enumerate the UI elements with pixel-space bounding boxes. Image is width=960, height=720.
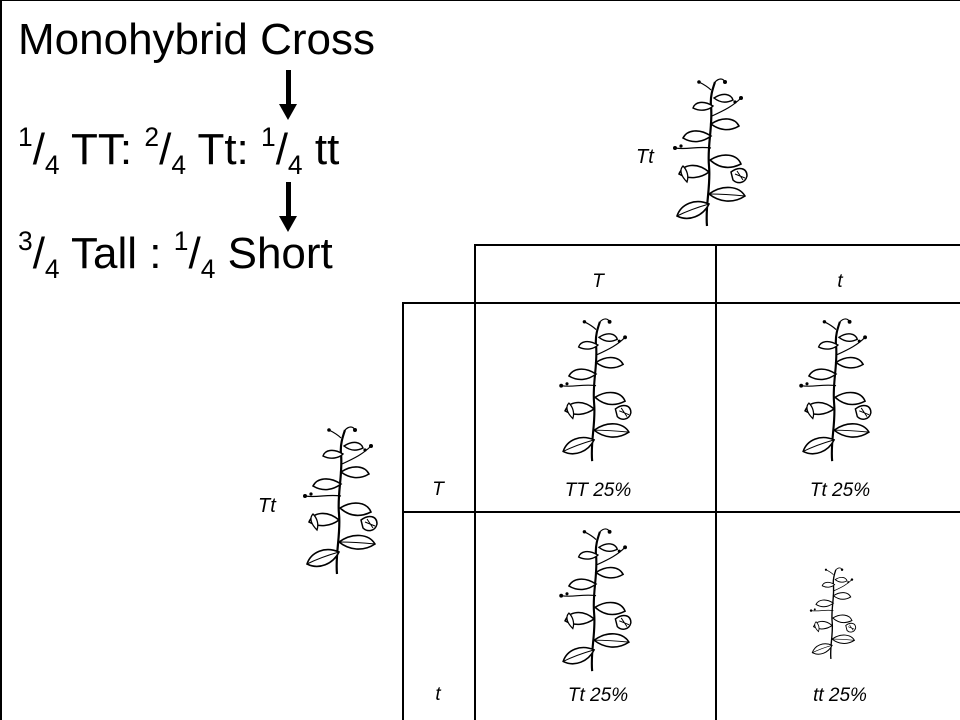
parent-plant-left-illustration xyxy=(301,425,379,576)
row-header-dominant-allele: T xyxy=(432,479,444,500)
cell-label-heterozygous: Tt 25% xyxy=(567,685,629,706)
grid-line xyxy=(402,302,960,304)
genotype-label-tt-dominant: TT: xyxy=(71,125,133,174)
phenotype-fraction-short: 1/4 xyxy=(173,225,216,284)
offspring-plant-tall-illustration xyxy=(798,317,872,463)
slide-title: Monohybrid Cross xyxy=(18,15,376,64)
column-header-dominant-allele: T xyxy=(592,271,604,292)
genotype-fraction-recessive: 1/4 xyxy=(261,121,303,180)
cell-label-tt-dominant: TT 25% xyxy=(564,480,632,501)
phenotype-ratio: 3/4 Tall : 1/4 Short xyxy=(18,225,333,284)
offspring-plant-short-illustration xyxy=(809,567,857,660)
phenotype-fraction-tall: 3/4 xyxy=(18,225,60,284)
grid-line xyxy=(715,244,717,720)
genotype-label-recessive: tt xyxy=(314,125,340,174)
phenotype-label-tall: Tall : xyxy=(71,229,162,278)
arrow-down-icon xyxy=(279,70,297,120)
punnett-square: T t T t TT 25% Tt 25% Tt 25% tt 25% xyxy=(402,244,960,720)
grid-line xyxy=(474,244,476,720)
parent-plant-top-illustration xyxy=(671,77,749,228)
phenotype-label-short: Short xyxy=(227,229,333,278)
arrow-down-icon xyxy=(279,182,297,232)
cell-label-heterozygous: Tt 25% xyxy=(809,480,871,501)
genotype-label-heterozygous: Tt: xyxy=(197,125,249,174)
offspring-plant-tall-illustration xyxy=(558,527,632,673)
parent-left-genotype-label: Tt xyxy=(258,495,276,517)
grid-line xyxy=(402,511,960,513)
grid-line xyxy=(474,244,960,246)
row-header-recessive-allele: t xyxy=(435,684,441,705)
grid-line xyxy=(402,302,404,720)
genotype-ratio: 1/4 TT: 2/4 Tt: 1/4 tt xyxy=(18,121,340,180)
column-header-recessive-allele: t xyxy=(837,271,843,292)
offspring-plant-tall-illustration xyxy=(558,317,632,463)
cell-label-recessive: tt 25% xyxy=(813,685,867,706)
genotype-fraction-heterozygous: 2/4 xyxy=(144,121,186,180)
parent-top-genotype-label: Tt xyxy=(636,146,654,168)
genotype-fraction-tt-homozygous-dominant: 1/4 xyxy=(18,121,60,180)
